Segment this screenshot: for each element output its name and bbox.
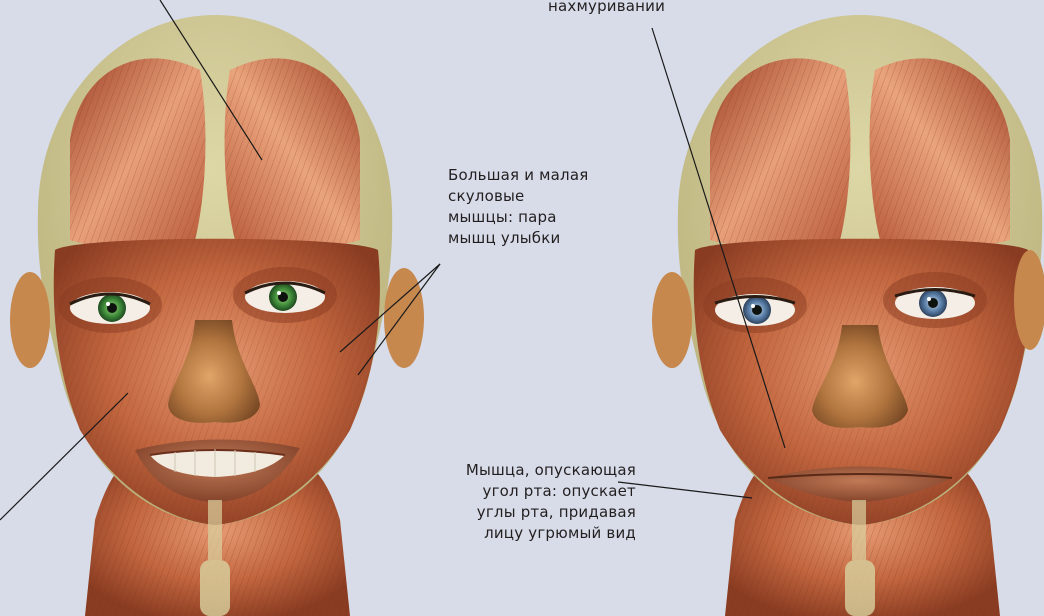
label-zygomatic-line-4: мышц улыбки bbox=[448, 228, 588, 249]
left-head-eye-left bbox=[70, 292, 150, 324]
label-depressor: Мышца, опускающая угол рта: опускает угл… bbox=[466, 460, 636, 544]
leader-depressor bbox=[618, 482, 752, 498]
right-trachea bbox=[845, 560, 875, 616]
label-zygomatic: Большая и малая скуловые мышцы: пара мыш… bbox=[448, 165, 588, 249]
label-depressor-line-3: углы рта, придавая bbox=[466, 502, 636, 523]
left-ear-left bbox=[10, 272, 50, 368]
label-depressor-line-4: лицу угрюмый вид bbox=[466, 523, 636, 544]
label-depressor-line-1: Мышца, опускающая bbox=[466, 460, 636, 481]
left-head bbox=[10, 15, 424, 616]
label-depressor-line-2: угол рта: опускает bbox=[466, 481, 636, 502]
right-head-eye-right bbox=[895, 287, 975, 319]
left-head-eye-right bbox=[245, 281, 325, 313]
label-zygomatic-line-3: мышцы: пара bbox=[448, 207, 588, 228]
right-head-eye-left bbox=[715, 294, 795, 326]
right-ear-left bbox=[652, 272, 692, 368]
label-frown-line: нахмуривании bbox=[548, 0, 665, 17]
left-trachea bbox=[200, 560, 230, 616]
label-zygomatic-line-1: Большая и малая bbox=[448, 165, 588, 186]
label-zygomatic-line-2: скуловые bbox=[448, 186, 588, 207]
label-frown: нахмуривании bbox=[548, 0, 665, 17]
right-head bbox=[652, 15, 1044, 616]
